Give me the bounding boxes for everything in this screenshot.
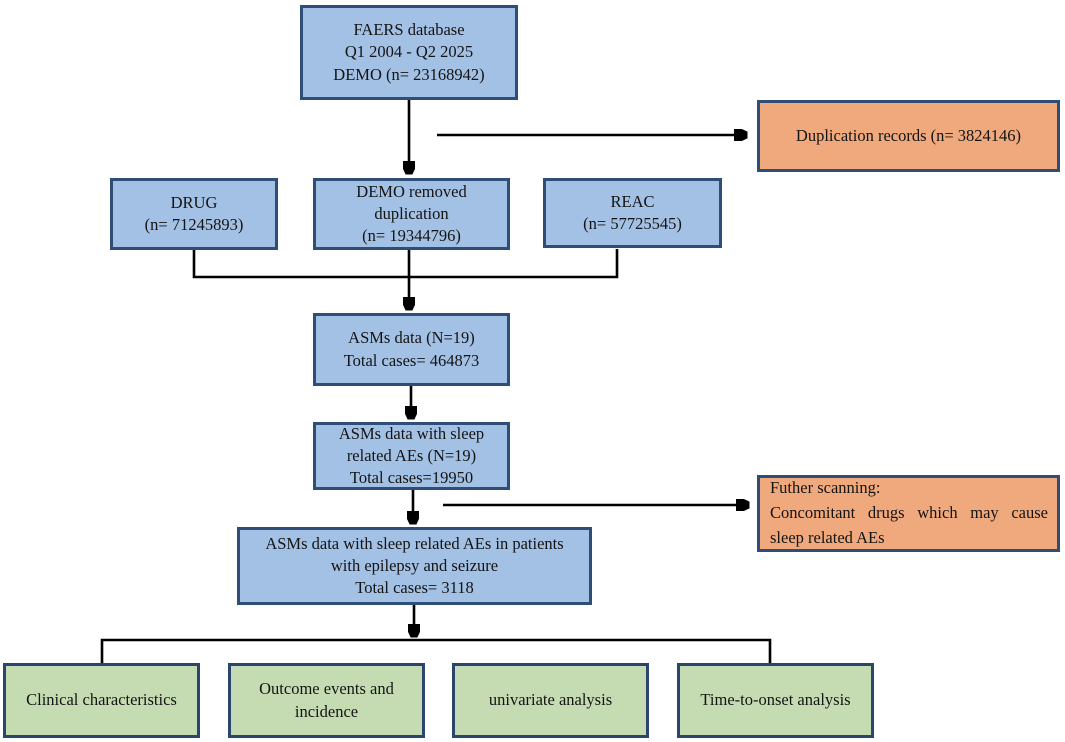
- node-time-to-onset-analysis: Time-to-onset analysis: [677, 663, 874, 738]
- node-text-line: Time-to-onset analysis: [700, 690, 851, 710]
- node-text-line: univariate analysis: [488, 690, 613, 710]
- node-text-line: related AEs (N=19): [346, 445, 477, 465]
- node-text-line: DEMO (n= 23168942): [333, 64, 485, 84]
- node-text-line: REAC: [610, 191, 655, 211]
- node-drug: DRUG (n= 71245893): [110, 178, 278, 250]
- branch-line-to-outcome-boxes: [100, 638, 772, 663]
- node-text-line: Concomitant drugs which may cause sleep …: [770, 503, 1048, 547]
- node-text-line: FAERS database: [353, 20, 465, 40]
- node-text-line: ASMs data with sleep: [338, 423, 485, 443]
- node-text-line: Q1 2004 - Q2 2025: [344, 42, 474, 62]
- node-duplication-records: Duplication records (n= 3824146): [757, 100, 1060, 172]
- node-text-line: duplication: [374, 203, 449, 223]
- node-demo-removed-duplication: DEMO removed duplication (n= 19344796): [313, 178, 510, 250]
- node-reac: REAC (n= 57725545): [543, 178, 722, 248]
- node-outcome-events: Outcome events and incidence: [228, 663, 425, 738]
- node-asms-epilepsy-seizure: ASMs data with sleep related AEs in pati…: [237, 527, 592, 605]
- node-text-line: DEMO removed: [356, 181, 467, 201]
- node-univariate-analysis: univariate analysis: [452, 663, 649, 738]
- node-text-line: Futher scanning:: [770, 478, 881, 498]
- node-text-line: ASMs data with sleep related AEs in pati…: [265, 533, 564, 553]
- node-text-line: Duplication records (n= 3824146): [795, 125, 1022, 145]
- node-text-line: Outcome events and: [259, 679, 394, 699]
- node-text-line: Total cases= 464873: [343, 350, 480, 370]
- node-text-line: (n= 57725545): [583, 214, 682, 233]
- node-text-line: Total cases=19950: [349, 468, 474, 488]
- node-text-line: (n= 19344796): [362, 226, 461, 246]
- node-text-line: Clinical characteristics: [26, 690, 177, 710]
- merge-line-drug-demo-reac: [192, 249, 619, 279]
- node-text-line: with epilepsy and seizure: [330, 555, 499, 575]
- node-faers-database: FAERS database Q1 2004 - Q2 2025 DEMO (n…: [300, 5, 518, 100]
- node-asms-data: ASMs data (N=19) Total cases= 464873: [313, 313, 510, 386]
- node-text-line: incidence: [294, 701, 359, 721]
- node-further-scanning: Futher scanning: Concomitant drugs which…: [757, 475, 1060, 552]
- node-text-line: DRUG: [170, 192, 218, 212]
- node-text-line: ASMs data (N=19): [348, 328, 475, 348]
- node-text-line: (n= 71245893): [144, 215, 244, 234]
- node-text-line: Total cases= 3118: [355, 578, 474, 598]
- node-clinical-characteristics: Clinical characteristics: [3, 663, 200, 738]
- node-asms-sleep-aes: ASMs data with sleep related AEs (N=19) …: [313, 422, 510, 490]
